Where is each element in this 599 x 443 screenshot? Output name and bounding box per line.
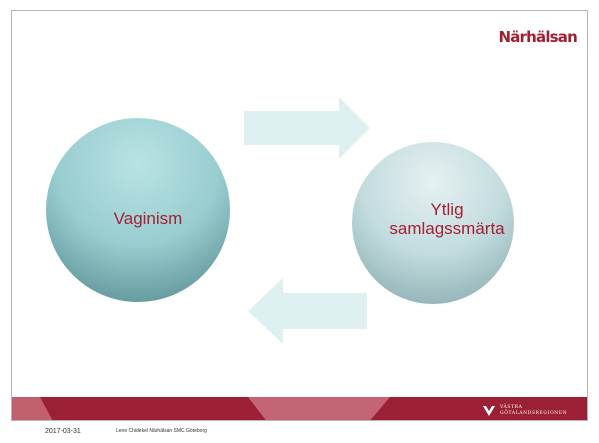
- cycle-diagram: [46, 97, 514, 344]
- ytlig-samlagssmarta-label: Ytlig samlagssmärta: [367, 200, 527, 238]
- footer-band: [12, 397, 587, 420]
- right-label-line-2: samlagssmärta: [389, 219, 505, 238]
- vaginism-label: Vaginism: [113, 209, 183, 228]
- ytlig-samlagssmarta-circle: [352, 142, 514, 304]
- vaginism-circle: [46, 118, 230, 302]
- footer-stripe-left: [12, 397, 53, 420]
- vgr-logo-line-2: GÖTALANDSREGIONEN: [500, 411, 568, 416]
- vgr-emblem-icon: [483, 406, 495, 416]
- footer-date: 2017-03-31: [45, 428, 81, 435]
- slide: Närhälsan Vaginism Ytlig samlagssmärta: [11, 10, 588, 421]
- narhalsan-logo: Närhälsan: [498, 28, 577, 46]
- vgr-logo: VÄSTRA GÖTALANDSREGIONEN: [482, 405, 567, 417]
- footer-credit: Lene Chidekel Närhälsan SMC Göteborg: [116, 428, 207, 434]
- arrow-left-shape: [248, 278, 367, 344]
- right-label-line-1: Ytlig: [430, 200, 464, 219]
- arrow-right-shape: [244, 97, 370, 159]
- vgr-logo-line-1: VÄSTRA: [500, 405, 523, 410]
- footer-stripe-mid: [248, 397, 390, 420]
- vgr-logo-text: VÄSTRA GÖTALANDSREGIONEN: [500, 405, 567, 417]
